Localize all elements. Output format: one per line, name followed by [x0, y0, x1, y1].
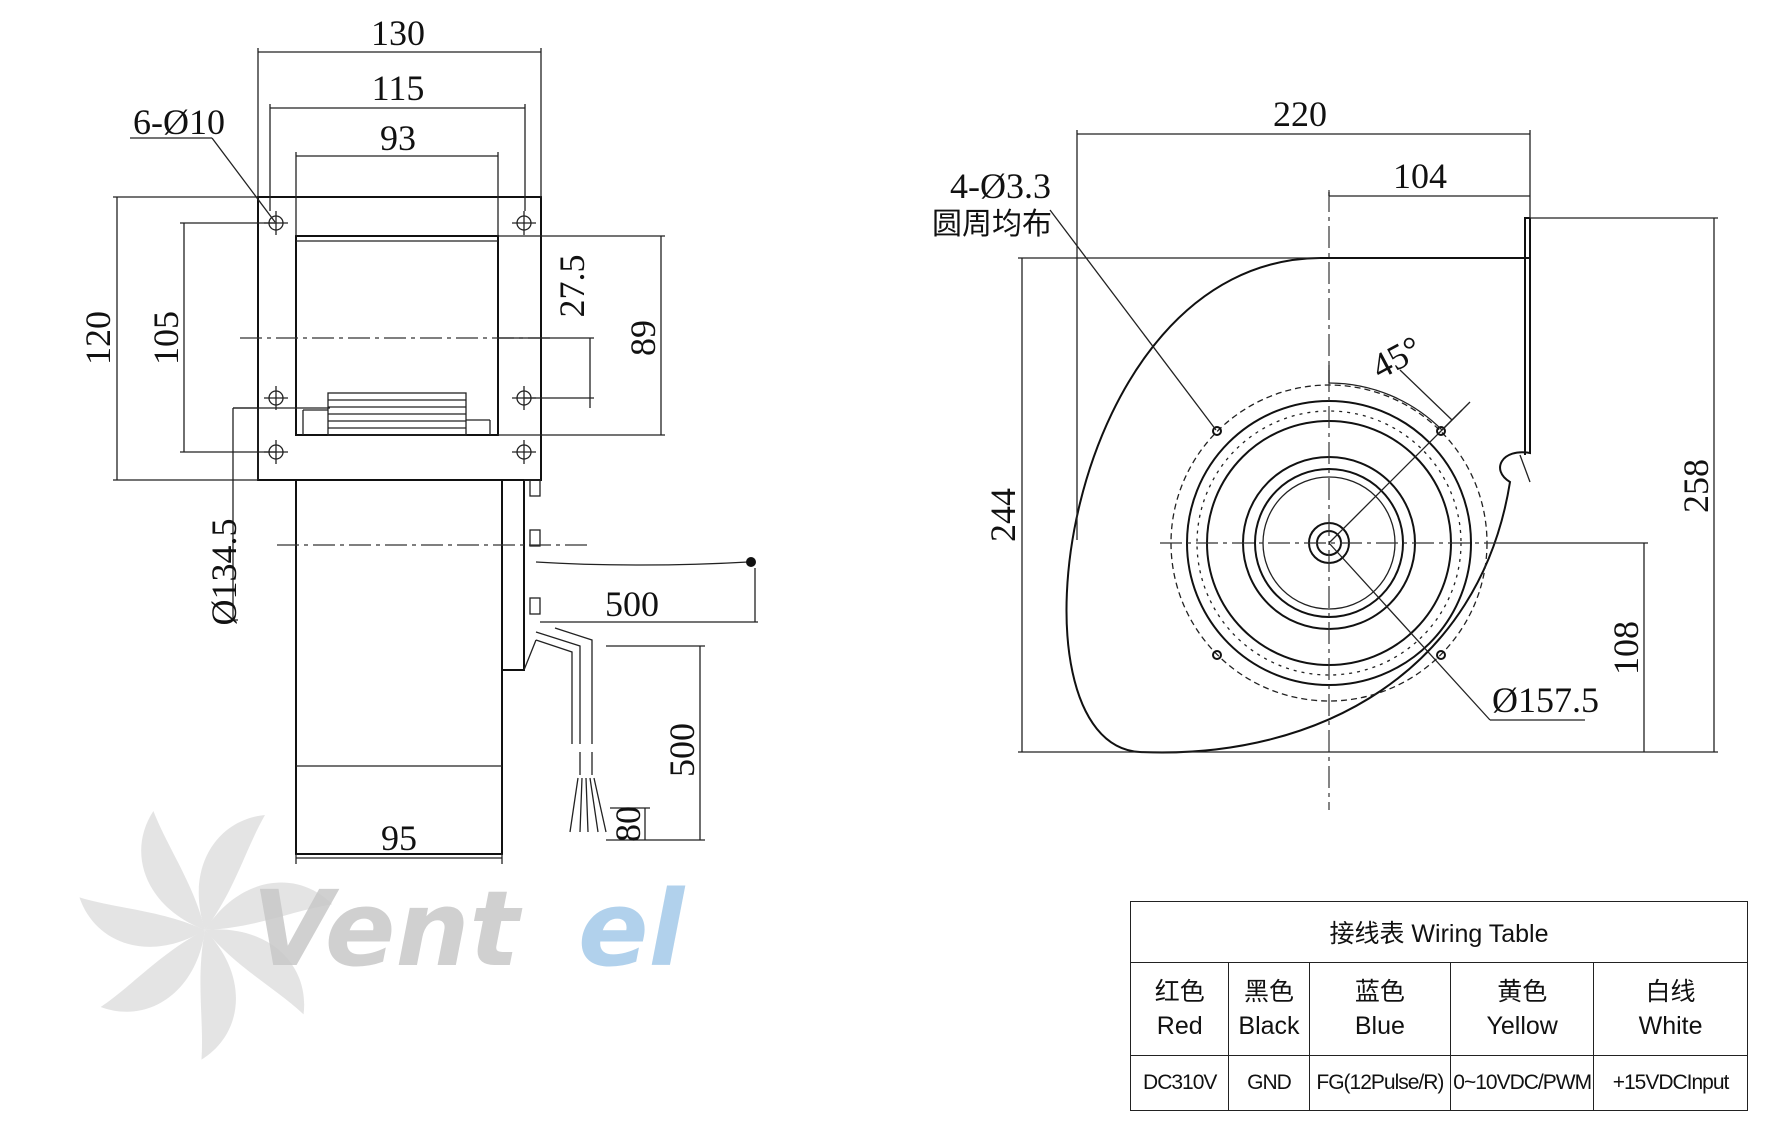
dim-93: 93: [380, 118, 416, 158]
dim-cable-1: 500: [605, 584, 659, 624]
watermark-fan-icon: [79, 810, 333, 1060]
dim-115: 115: [372, 68, 425, 108]
side-plate: [501, 479, 525, 671]
dim-105: 105: [146, 311, 186, 365]
wire-blue-en: Blue: [1354, 1012, 1405, 1040]
wire-blue-cn: 蓝色: [1354, 978, 1405, 1006]
cable-connector: [746, 557, 756, 567]
front-view: 220 104 4-Ø3.3 圆周均布 45° 244 258 108 Ø157…: [932, 94, 1718, 810]
dim-89: 89: [623, 320, 663, 356]
watermark-logo-accent: el: [578, 868, 686, 990]
side-dimension-lines: [113, 48, 758, 864]
motor-body: [295, 479, 503, 855]
wire-white-header: 白线 White: [1593, 962, 1748, 1056]
dim-244: 244: [983, 488, 1023, 542]
wire-black-header: 黑色 Black: [1228, 962, 1310, 1056]
front-dimension-lines: [1018, 130, 1718, 753]
wire-black-value: GND: [1228, 1055, 1310, 1111]
signal-cable: [535, 561, 749, 566]
wire-blue-header: 蓝色 Blue: [1308, 962, 1452, 1056]
dim-angle-45: 45°: [1365, 328, 1428, 387]
wire-red-header: 红色 Red: [1129, 962, 1230, 1056]
dim-dia-134-5: Ø134.5: [204, 519, 244, 626]
dim-cable-2: 500: [662, 723, 702, 777]
wire-yellow-cn: 黄色: [1497, 978, 1548, 1006]
side-view: 130 115 93 6-Ø10 120 105 27.5 89 Ø134.5 …: [78, 13, 758, 864]
wire-black-cn: 黑色: [1243, 978, 1294, 1006]
wire-red-value: DC310V: [1129, 1055, 1230, 1111]
dim-258: 258: [1676, 459, 1716, 513]
dim-108: 108: [1606, 621, 1646, 675]
wire-white-value: +15VDCInput: [1593, 1055, 1748, 1111]
wire-red-cn: 红色: [1154, 978, 1205, 1006]
wire-white-en: White: [1638, 1012, 1703, 1040]
housing-outlet: [295, 235, 499, 436]
wiring-table-title: 接线表 Wiring Table: [1130, 901, 1748, 963]
watermark-logo-text: Vent: [252, 868, 522, 990]
dim-holes-note: 圆周均布: [932, 207, 1052, 242]
wire-yellow-en: Yellow: [1486, 1012, 1558, 1040]
wiring-table-value-row: DC310V GND FG(12Pulse/R) 0~10VDC/PWM +15…: [1129, 1055, 1748, 1111]
wire-white-cn: 白线: [1645, 978, 1696, 1006]
dim-27-5: 27.5: [552, 255, 592, 318]
dim-120: 120: [78, 311, 118, 365]
dim-dia-157-5: Ø157.5: [1492, 680, 1599, 720]
wire-yellow-value: 0~10VDC/PWM: [1450, 1055, 1595, 1111]
dim-104: 104: [1393, 156, 1447, 196]
dim-130: 130: [371, 13, 425, 53]
dim-holes: 6-Ø10: [133, 102, 225, 142]
wire-ends: [569, 777, 607, 833]
dim-holes-front: 4-Ø3.3: [950, 166, 1051, 206]
dim-80: 80: [608, 806, 648, 842]
power-cable: [535, 627, 593, 744]
dim-220: 220: [1273, 94, 1327, 134]
dim-95: 95: [381, 818, 417, 858]
wiring-table: 接线表 Wiring Table 红色 Red 黑色 Black 蓝色 Blue 黄色…: [1129, 901, 1748, 1111]
wire-red-en: Red: [1156, 1012, 1203, 1040]
wire-black-en: Black: [1238, 1012, 1300, 1040]
wiring-table-header-row: 红色 Red 黑色 Black 蓝色 Blue 黄色 Yellow 白线 White: [1129, 962, 1748, 1056]
wire-yellow-header: 黄色 Yellow: [1450, 962, 1595, 1056]
wire-blue-value: FG(12Pulse/R): [1308, 1055, 1452, 1111]
